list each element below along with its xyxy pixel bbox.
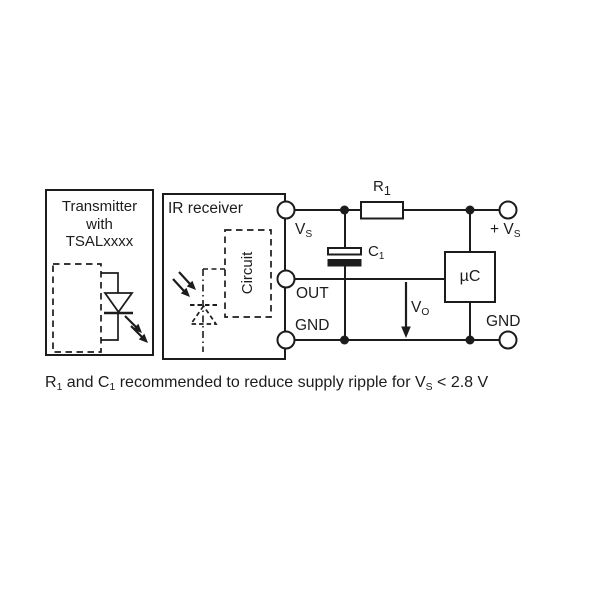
uc-label: µC <box>459 268 481 285</box>
terminal-gnd <box>276 330 296 350</box>
terminal-vs <box>276 200 296 220</box>
terminal-out <box>276 269 296 289</box>
out-pin-label: OUT <box>296 285 329 302</box>
transmitter-label-line1: Transmitter <box>61 198 138 215</box>
junction-dot <box>340 335 349 345</box>
junction-dot <box>465 335 475 345</box>
photodiode-symbol <box>189 268 225 352</box>
gnd-right-label: GND <box>486 313 521 330</box>
led-module-dashed-box <box>52 263 102 353</box>
led-symbol <box>101 272 134 341</box>
transmitter-label: Transmitter with TSALxxxx <box>47 198 152 251</box>
r1-label: R1 <box>373 181 391 198</box>
transmitter-label-line2: with <box>86 215 113 233</box>
vo-label: VO <box>411 299 430 318</box>
terminal-circles <box>276 200 518 350</box>
terminal-gnd-right <box>498 330 518 350</box>
circuit-label: Circuit <box>239 251 256 295</box>
microcontroller-box <box>444 251 496 303</box>
terminal-plus-vs <box>498 200 518 220</box>
vs-pin-label: VS <box>295 221 313 240</box>
plus-vs-label: + VS <box>490 221 521 240</box>
c1-label: C1 <box>368 243 385 262</box>
circuit-dashed-box <box>224 229 272 318</box>
capacitor-c1 <box>327 247 362 267</box>
resistor-r1 <box>360 201 404 220</box>
ir-receiver-box <box>162 193 286 360</box>
vo-arrow-icon <box>401 282 411 338</box>
gnd-pin-label: GND <box>295 317 330 334</box>
ir-receiver-label: IR receiver <box>168 200 243 217</box>
junction-dots <box>340 205 475 345</box>
caption: R1 and C1 recommended to reduce supply r… <box>45 374 489 394</box>
ir-light-arrows-icon <box>172 271 196 297</box>
junction-dot <box>340 205 349 215</box>
junction-dot <box>465 205 475 215</box>
transmitter-label-line3: TSALxxxx <box>65 233 134 250</box>
wires <box>294 209 500 341</box>
led-emission-arrows-icon <box>124 315 148 343</box>
transmitter-box <box>45 189 154 356</box>
